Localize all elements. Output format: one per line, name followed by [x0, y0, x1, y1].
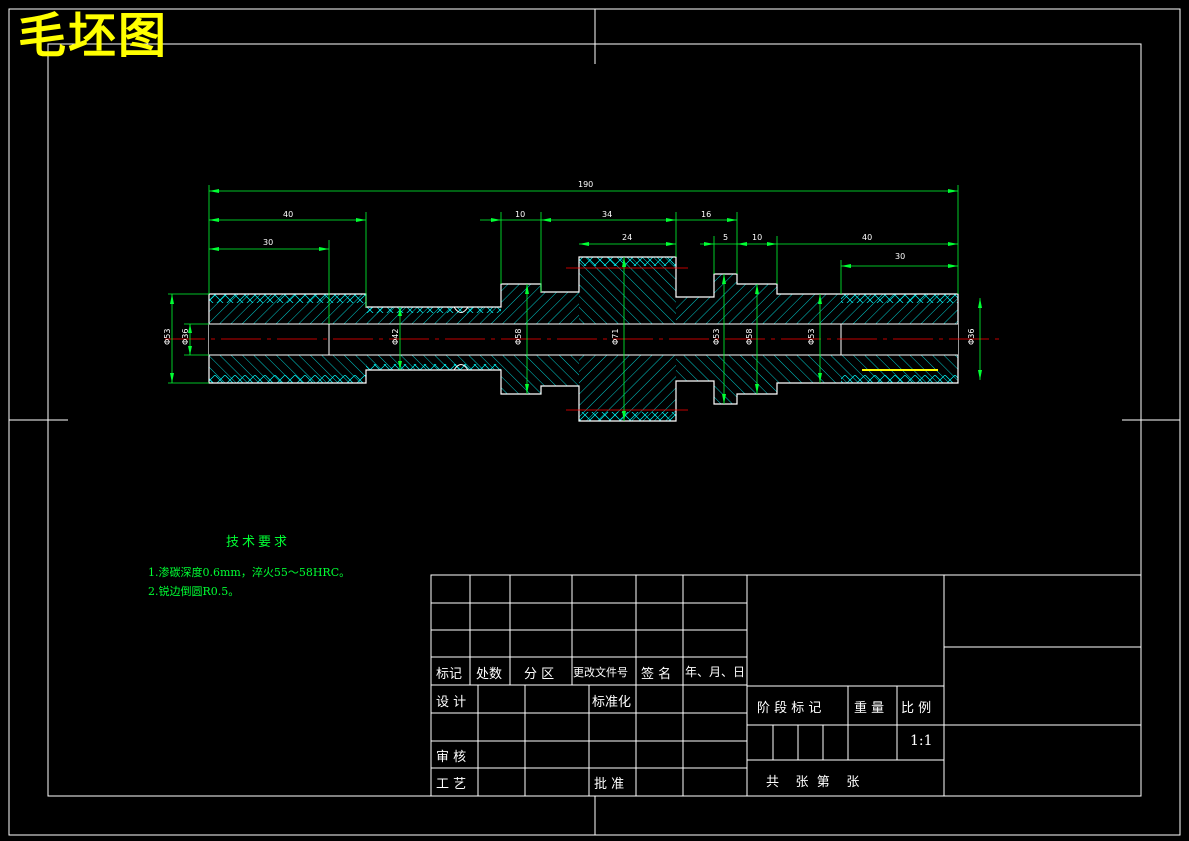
title-block-grid [430, 574, 1142, 797]
dim-left-30: 30 [263, 238, 273, 247]
dim-right-30: 30 [895, 252, 905, 261]
tb-label-sheets: 共 张 第 张 [766, 775, 860, 790]
dim-dia-right-mid: Φ53 [807, 329, 816, 345]
tb-label-stage-mark: 阶 段 标 记 [757, 701, 822, 716]
tech-requirement-item: 1.渗碳深度0.6mm，淬火55～58HRC。 [148, 566, 351, 579]
dim-dia-step1: Φ58 [514, 329, 523, 345]
dim-10-a: 10 [515, 210, 525, 219]
tb-label-review: 审 核 [436, 750, 467, 765]
tb-label-change-doc: 更改文件号 [573, 666, 628, 679]
dim-left-40: 40 [283, 210, 293, 219]
dim-dia-center: Φ71 [611, 329, 620, 345]
dim-34: 34 [602, 210, 612, 219]
sheet-outer-border [8, 8, 1181, 836]
dim-overall-length: 190 [578, 180, 593, 189]
dim-10-b: 10 [752, 233, 762, 242]
tb-label-standardization: 标准化 [592, 695, 632, 710]
tech-requirement-item: 2.锐边倒圆R0.5。 [148, 585, 240, 598]
tb-label-zone: 分 区 [524, 667, 555, 682]
drawing-title: 毛坯图 [18, 8, 169, 64]
tb-label-mark: 标记 [436, 667, 463, 682]
dim-dia-step2: Φ53 [712, 329, 721, 345]
tb-label-process: 工 艺 [436, 777, 467, 792]
tb-label-signature: 签 名 [641, 667, 672, 682]
tb-scale-value: 1:1 [910, 733, 933, 749]
dim-right-40: 40 [862, 233, 872, 242]
tech-requirements-heading: 技术要求 [226, 535, 291, 550]
tb-label-date: 年、月、日 [685, 665, 746, 679]
dim-dia-neck: Φ42 [391, 329, 400, 345]
tb-label-design: 设 计 [436, 695, 467, 710]
dim-dia-right-end: Φ36 [967, 329, 976, 345]
tb-label-scale: 比 例 [901, 701, 932, 716]
tb-label-count: 处数 [476, 667, 503, 682]
shaft-drawing: 190 40 30 10 34 24 16 5 10 40 30 [163, 180, 1002, 422]
dim-dia-step3: Φ58 [745, 329, 754, 345]
tb-label-approve: 批 准 [594, 777, 625, 792]
tb-label-weight: 重 量 [854, 701, 885, 716]
dim-dia-left-outer: Φ53 [163, 329, 172, 345]
dim-24: 24 [622, 233, 632, 242]
dim-16: 16 [701, 210, 711, 219]
dim-dia-left-inner: Φ36 [181, 329, 190, 345]
dim-5: 5 [723, 233, 728, 242]
